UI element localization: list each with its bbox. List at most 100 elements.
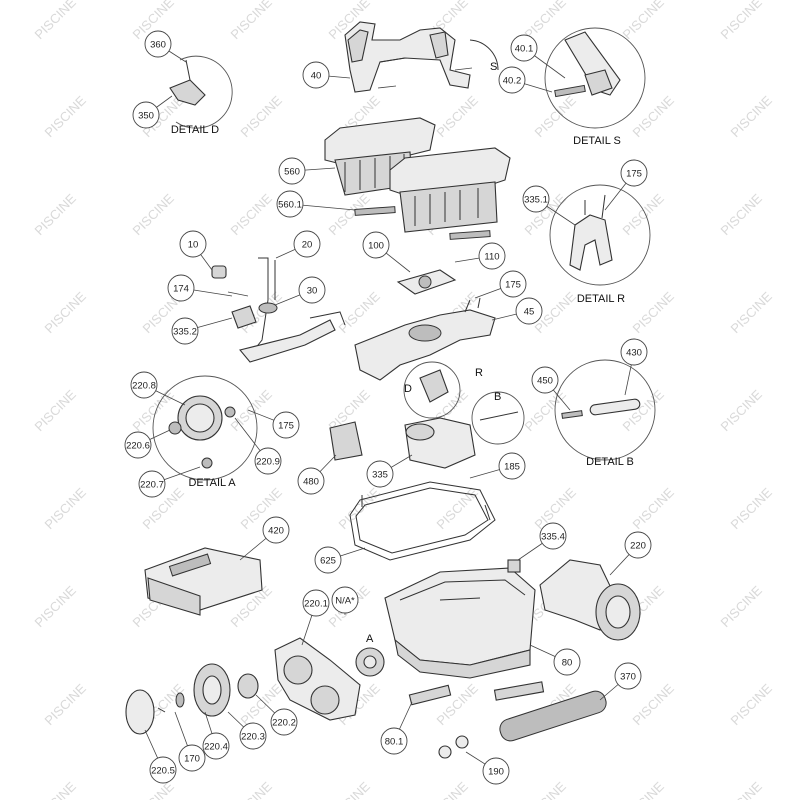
detail-r-view [549, 184, 651, 286]
callout-bubble [262, 516, 290, 544]
callout-420: 420 [239, 516, 290, 561]
callout-number: 190 [488, 766, 504, 777]
brush-part-370 [499, 690, 607, 742]
callout-170: 170 [174, 711, 206, 772]
callout-bubble [482, 757, 510, 785]
callout-bubble [620, 159, 648, 187]
watermark-text: PISCINE [228, 191, 276, 239]
callout-number: 450 [537, 375, 553, 386]
callout-bubble [202, 732, 230, 760]
watermark-text: PISCINE [620, 779, 668, 800]
callout-number: 170 [184, 753, 200, 764]
callout-100: 100 [362, 231, 411, 273]
watermark-text: PISCINE [718, 0, 766, 42]
callout-number: 220.3 [241, 731, 265, 742]
board-part-100 [396, 269, 457, 295]
watermark-text: PISCINE [434, 485, 482, 533]
watermark-text: PISCINE [718, 387, 766, 435]
callout-number: 185 [504, 461, 520, 472]
callout-175b: 175 [474, 270, 527, 299]
callout-bubble [270, 708, 298, 736]
watermark-text: PISCINE [718, 583, 766, 631]
callout-40-1: 40.1 [510, 34, 566, 79]
watermark-text: PISCINE [42, 93, 90, 141]
callout-number: 175 [278, 420, 294, 431]
watermark-text: PISCINE [630, 485, 678, 533]
callout-bubble [331, 586, 359, 614]
callout-bubble [362, 231, 390, 259]
callout-bubble [124, 431, 152, 459]
callout-bubble [178, 744, 206, 772]
callout-174: 174 [167, 274, 233, 302]
callout-bubble [254, 447, 282, 475]
callout-185: 185 [469, 452, 526, 480]
callout-bubble [314, 546, 342, 574]
watermark-text: PISCINE [336, 485, 384, 533]
callout-number: 370 [620, 671, 636, 682]
watermark-text: PISCINE [32, 0, 80, 42]
callout-350: 350 [132, 95, 173, 129]
watermark-text: PISCINE [42, 289, 90, 337]
callout-175c: 175 [247, 409, 300, 439]
top-cover-part-45 [354, 297, 496, 381]
callout-number: 430 [626, 347, 642, 358]
callout-80: 80 [529, 644, 581, 676]
callout-220-9: 220.9 [234, 417, 282, 475]
callout-220-1: 220.1 [301, 589, 330, 646]
callout-bubble [539, 522, 567, 550]
callout-335: 335 [366, 454, 413, 488]
callout-360: 360 [144, 30, 187, 63]
callout-number: 110 [484, 251, 499, 262]
callout-bubble [302, 61, 330, 89]
watermark-text: PISCINE [130, 191, 178, 239]
callout-bubble [624, 531, 652, 559]
callout-number: 100 [368, 240, 384, 251]
watermark-text: PISCINE [630, 93, 678, 141]
detail-r-marker: R [475, 367, 483, 379]
callout-bubble [239, 722, 267, 750]
watermark-text: PISCINE [32, 779, 80, 800]
frame-part-625 [349, 481, 496, 561]
clip-parts-80-1 [408, 681, 545, 706]
callout-220-3: 220.3 [227, 711, 267, 750]
watermark-text: PISCINE [130, 779, 178, 800]
callout-na: N/A* [331, 586, 359, 615]
motor-part-335 [404, 391, 525, 469]
callout-40-2: 40.2 [498, 66, 553, 94]
callout-number: 335.4 [541, 531, 565, 542]
power-supply-part-420 [144, 547, 263, 616]
callout-number: 10 [188, 239, 199, 250]
callout-bubble [510, 34, 538, 62]
callout-bubble [620, 338, 648, 366]
callout-bubble [171, 317, 199, 345]
detail-s-view [469, 27, 646, 129]
watermark-text: PISCINE [434, 93, 482, 141]
handle-part-40 [344, 21, 473, 93]
watermark-text: PISCINE [336, 289, 384, 337]
callout-number: 335.2 [173, 326, 197, 337]
small-part-335-4 [507, 559, 521, 573]
callout-number: 175 [505, 279, 521, 290]
callout-335-2: 335.2 [171, 317, 233, 345]
detail-a-view [152, 375, 258, 481]
callout-number: 220.7 [140, 479, 164, 490]
callout-bubble [298, 276, 326, 304]
detail-b-marker: B [494, 391, 501, 403]
callout-bubble [614, 662, 642, 690]
watermark-text: PISCINE [620, 191, 668, 239]
detail-s-marker: S [490, 61, 497, 73]
callout-bubble [278, 157, 306, 185]
watermark-text: PISCINE [32, 387, 80, 435]
callout-220-5: 220.5 [144, 729, 177, 784]
callout-number: 220.8 [132, 380, 156, 391]
side-part-220 [539, 559, 641, 641]
watermark-text: PISCINE [620, 0, 668, 42]
watermark-text: PISCINE [728, 93, 776, 141]
detail-d-view [169, 55, 233, 129]
callout-220: 220 [609, 531, 652, 576]
watermark-text: PISCINE [718, 779, 766, 800]
filter-part-560 [324, 117, 511, 240]
callout-110: 110 [454, 242, 506, 270]
callout-bubble [144, 30, 172, 58]
callout-bubble [138, 470, 166, 498]
